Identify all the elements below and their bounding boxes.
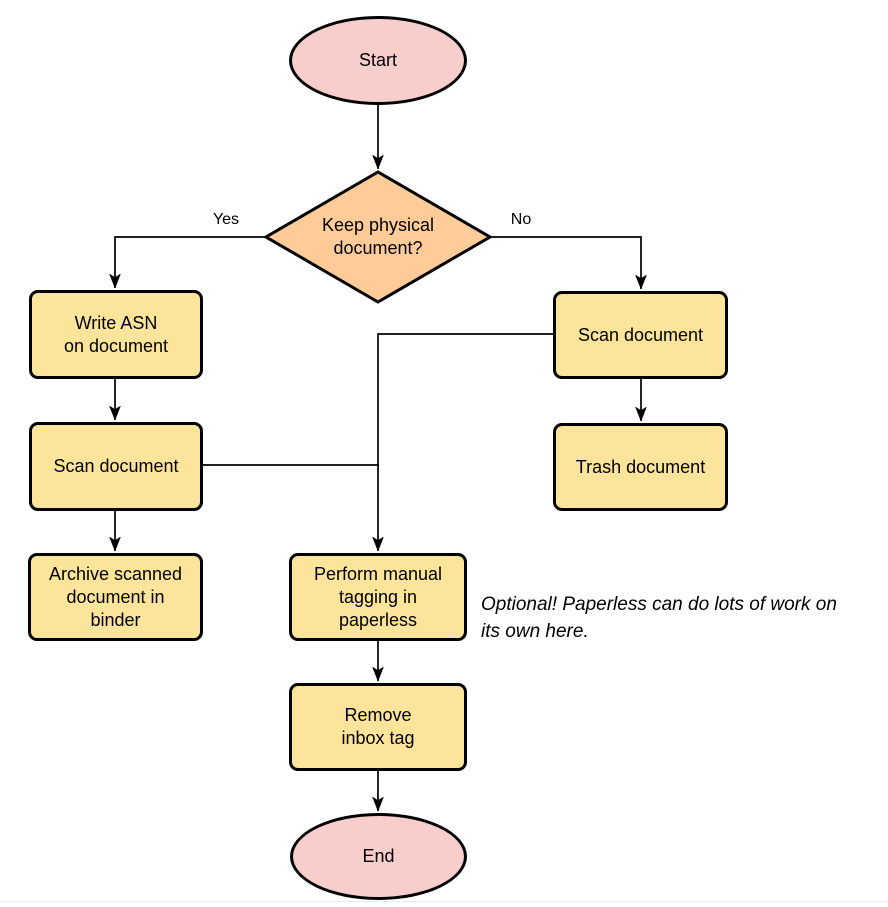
edge-label-no: No — [502, 211, 540, 229]
node-trash-document: Trash document — [553, 423, 728, 511]
decision-diamond-shape — [264, 170, 492, 304]
node-write-asn: Write ASN on document — [29, 290, 203, 379]
node-end-label: End — [362, 846, 395, 866]
edge-decision-no-to-scan-right — [491, 236, 641, 289]
node-start-label: Start — [358, 50, 397, 70]
node-trash-document-label: Trash document — [575, 456, 706, 477]
node-scan-document-left-label: Scan document — [53, 456, 179, 476]
page-bottom-border — [0, 901, 888, 902]
node-end: End — [290, 813, 467, 900]
node-scan-document-right-label: Scan document — [577, 324, 704, 345]
node-manual-tagging-label: Perform manual tagging in paperless — [313, 563, 443, 630]
node-archive-scanned: Archive scanned document in binder — [28, 553, 203, 641]
node-decision-label: Keep physical document? — [321, 215, 435, 258]
node-remove-inbox-tag-label: Remove inbox tag — [341, 705, 415, 748]
node-scan-document-left: Scan document — [29, 422, 203, 511]
edge-label-yes: Yes — [205, 211, 247, 229]
optional-note: Optional! Paperless can do lots of work … — [481, 594, 837, 642]
edge-decision-yes-to-write-asn — [115, 236, 265, 288]
edge-scan-right-to-tagging — [378, 333, 553, 551]
node-remove-inbox-tag: Remove inbox tag — [289, 683, 467, 771]
node-start: Start — [289, 16, 467, 105]
node-decision-keep-physical: Keep physical document? — [264, 170, 492, 304]
node-manual-tagging: Perform manual tagging in paperless — [289, 553, 467, 641]
node-write-asn-label: Write ASN on document — [63, 312, 169, 356]
node-archive-scanned-label: Archive scanned document in binder — [48, 563, 183, 630]
node-scan-document-right: Scan document — [553, 291, 728, 379]
